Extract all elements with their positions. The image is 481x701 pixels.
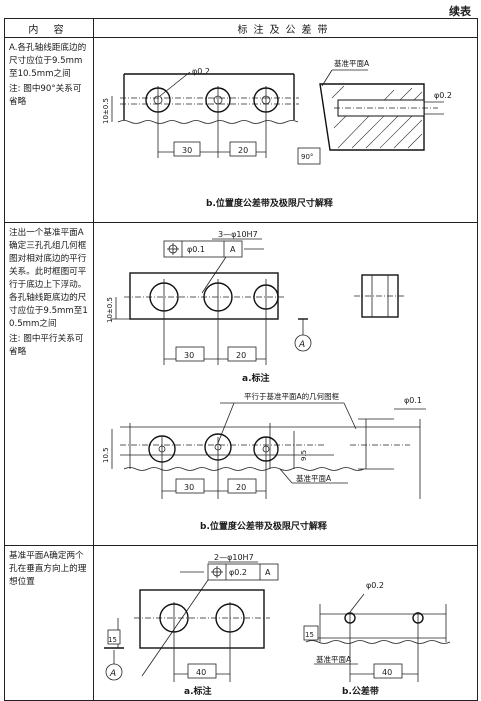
row-1-figure: φ0.2 10±0.5 30 20 基准平面A — [93, 37, 478, 223]
standard-table: 内 容 标注及公差带 A.各孔轴线距底边的尺寸应位于9.5mm至10.5mm之间… — [4, 18, 478, 701]
figure-2a-caption: a.标注 — [242, 372, 270, 384]
position-tolerance-figure-3: 2—φ10H7 φ0.2 A — [104, 553, 451, 697]
datum-circle-3: A — [109, 669, 116, 679]
dim-side-3a: 15 — [108, 636, 117, 644]
figure-3a-caption: a.标注 — [184, 685, 212, 697]
feature-control-frame: φ0.2 A — [207, 563, 279, 581]
row-3-figure: 2—φ10H7 φ0.2 A — [93, 545, 478, 701]
row-2-figure: 3—φ10H7 φ0.1 A — [93, 222, 478, 546]
table-row: 基准平面A确定两个孔在垂直方向上的理想位置 2—φ10H7 φ0.2 A — [4, 545, 478, 701]
header-content: 内 容 — [4, 18, 94, 38]
header-annotation: 标注及公差带 — [93, 18, 478, 38]
row-1-para-2: 注: 图中90°关系可省略 — [9, 84, 82, 107]
frame-tol: φ0.1 — [187, 245, 205, 254]
table-row: 注出一个基准平面A确定三孔孔组几何框图对相对底边的平行关系。此时框图可平行于底边… — [4, 222, 478, 546]
continued-label: 续表 — [449, 5, 471, 18]
dim-side-3b: 15 — [305, 631, 314, 639]
dim-side-left-b: 10.5 — [102, 447, 110, 463]
dim-2-b: 20 — [236, 483, 246, 492]
frame-datum: A — [230, 245, 236, 254]
dim-side-right-b: 9.5 — [300, 450, 308, 461]
dim-side-label: 10±0.5 — [102, 98, 110, 124]
figure-1-caption: b.位置度公差带及极限尺寸解释 — [206, 197, 334, 209]
tol-right-label: φ0.2 — [434, 91, 452, 100]
frame-tol-3: φ0.2 — [229, 568, 247, 577]
feature-control-frame: φ0.1 A — [163, 240, 243, 258]
table-header-row: 内 容 标注及公差带 — [4, 18, 478, 38]
parallel-frame-label: 平行于基准平面A的几何图框 — [244, 391, 340, 401]
frame-datum-3: A — [265, 568, 271, 577]
dim-1-3a: 40 — [196, 668, 206, 677]
tol-b: φ0.1 — [404, 396, 422, 405]
dim-side-a: 10±0.5 — [106, 297, 114, 323]
row-2-para-2: 注: 图中平行关系可省略 — [9, 334, 84, 357]
hole-spec-2: 2—φ10H7 — [214, 553, 254, 562]
figure-2b-caption: b.位置度公差带及极限尺寸解释 — [200, 520, 328, 532]
tol-3b: φ0.2 — [366, 581, 384, 590]
position-tolerance-figure-2: 3—φ10H7 φ0.1 A — [102, 230, 426, 532]
row-2-text: 注出一个基准平面A确定三孔孔组几何框图对相对底边的平行关系。此时框图可平行于底边… — [4, 222, 94, 546]
datum-circle-a: A — [298, 340, 305, 350]
dim-1-b: 30 — [184, 483, 194, 492]
datum-plane-label: 基准平面A — [334, 58, 370, 68]
position-tolerance-figure-1: φ0.2 10±0.5 30 20 基准平面A — [102, 58, 452, 209]
angle-label: 90° — [301, 153, 313, 161]
dim-1-3b: 40 — [382, 668, 392, 677]
dim-1-a: 30 — [184, 351, 194, 360]
hole-spec-3: 3—φ10H7 — [218, 230, 258, 239]
row-1-text: A.各孔轴线距底边的尺寸应位于9.5mm至10.5mm之间 注: 图中90°关系… — [4, 37, 94, 223]
dim-2-a: 20 — [236, 351, 246, 360]
datum-plane-b: 基准平面A — [296, 473, 332, 483]
dim-1-label: 30 — [182, 146, 192, 155]
row-3-text: 基准平面A确定两个孔在垂直方向上的理想位置 — [4, 545, 94, 701]
figure-3b-caption: b.公差带 — [342, 685, 379, 697]
datum-plane-3b: 基准平面A — [316, 654, 352, 664]
row-1-para-1: A.各孔轴线距底边的尺寸应位于9.5mm至10.5mm之间 — [9, 43, 87, 79]
dim-2-label: 20 — [238, 146, 248, 155]
table-row: A.各孔轴线距底边的尺寸应位于9.5mm至10.5mm之间 注: 图中90°关系… — [4, 37, 478, 223]
tol-left-label: φ0.2 — [192, 67, 210, 76]
row-2-para-1: 注出一个基准平面A确定三孔孔组几何框图对相对底边的平行关系。此时框图可平行于底边… — [9, 228, 88, 329]
row-3-para-1: 基准平面A确定两个孔在垂直方向上的理想位置 — [9, 551, 87, 587]
